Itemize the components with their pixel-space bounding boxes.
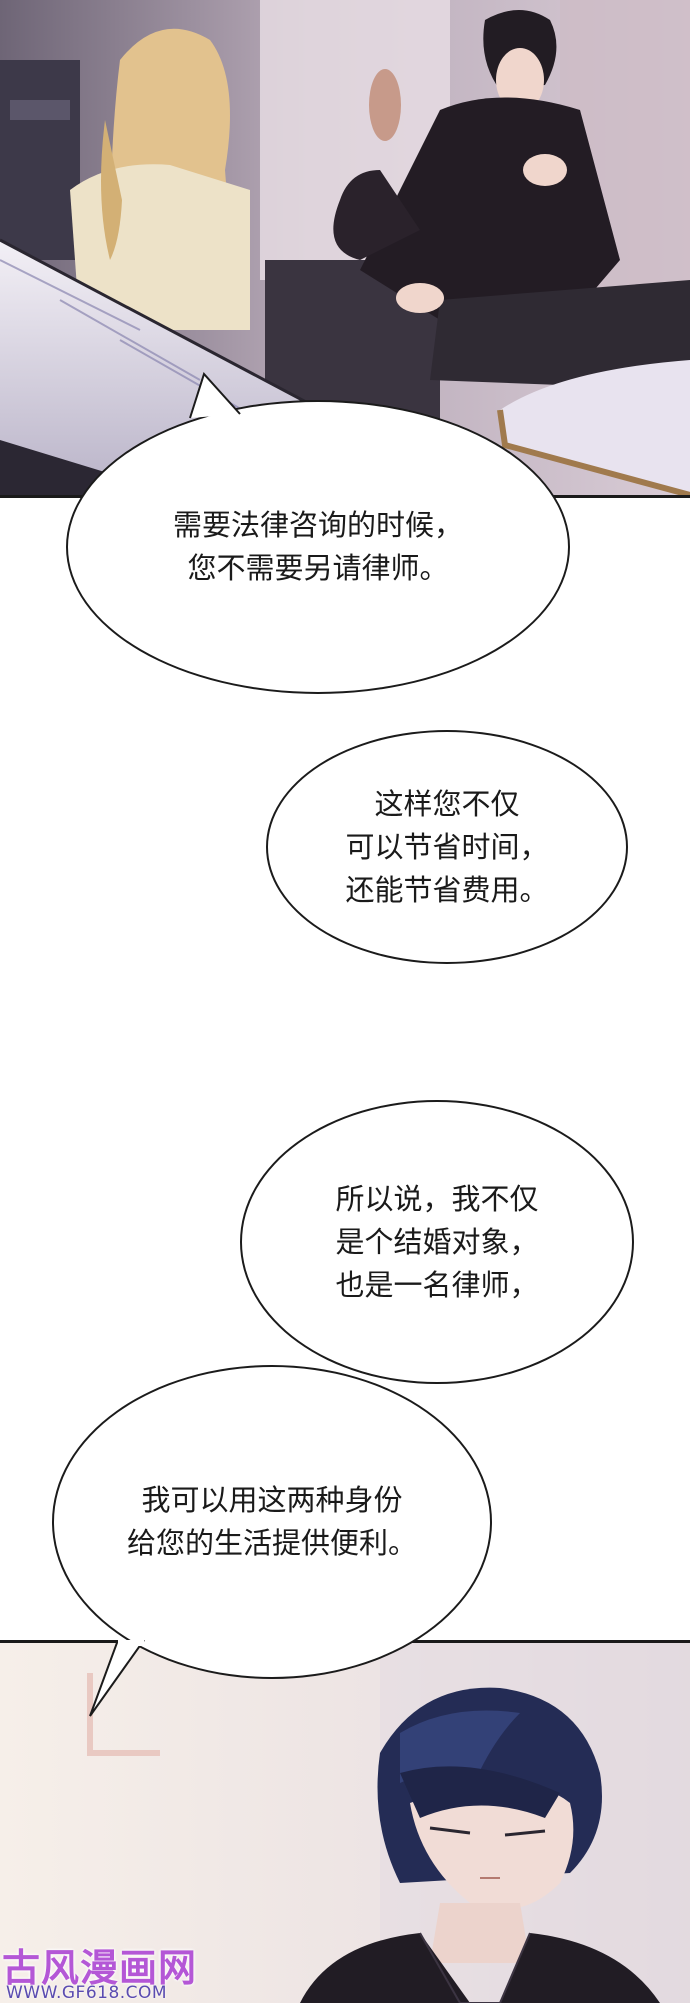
- watermark-url: WWW.GF618.COM: [6, 1983, 168, 2003]
- bubble-3-line-3: 也是一名律师，: [335, 1267, 539, 1302]
- bubble-4-tail: [89, 1640, 145, 1717]
- speech-bubble-1: 需要法律咨询的时候， 您不需要另请律师。: [66, 400, 570, 694]
- watermark-title: 古风漫画网: [2, 1946, 198, 1990]
- bubble-4-line-2: 给您的生活提供便利。: [126, 1526, 417, 1560]
- bubble-1-tail: [189, 372, 241, 419]
- bubble-2-line-2: 可以节省时间，: [345, 829, 549, 864]
- bubble-1-line-1: 需要法律咨询的时候，: [172, 508, 463, 542]
- bottom-comic-panel: 古风漫画网 WWW.GF618.COM: [0, 1640, 690, 2003]
- bubble-1-line-2: 您不需要另请律师。: [187, 551, 449, 585]
- bubble-4-line-1: 我可以用这两种身份: [141, 1483, 403, 1517]
- bubble-2-line-1: 这样您不仅: [374, 786, 520, 821]
- speech-bubble-4: 我可以用这两种身份 给您的生活提供便利。: [52, 1365, 492, 1679]
- bubble-3-line-2: 是个结婚对象，: [335, 1224, 539, 1259]
- speech-bubble-3: 所以说，我不仅 是个结婚对象， 也是一名律师，: [240, 1100, 634, 1384]
- bubble-2-line-3: 还能节省费用。: [345, 872, 549, 907]
- bubble-3-line-1: 所以说，我不仅: [335, 1181, 539, 1216]
- bottom-panel-illustration: [0, 1643, 690, 2003]
- speech-bubble-2: 这样您不仅 可以节省时间， 还能节省费用。: [266, 730, 628, 964]
- site-watermark: 古风漫画网 WWW.GF618.COM: [0, 1933, 200, 2003]
